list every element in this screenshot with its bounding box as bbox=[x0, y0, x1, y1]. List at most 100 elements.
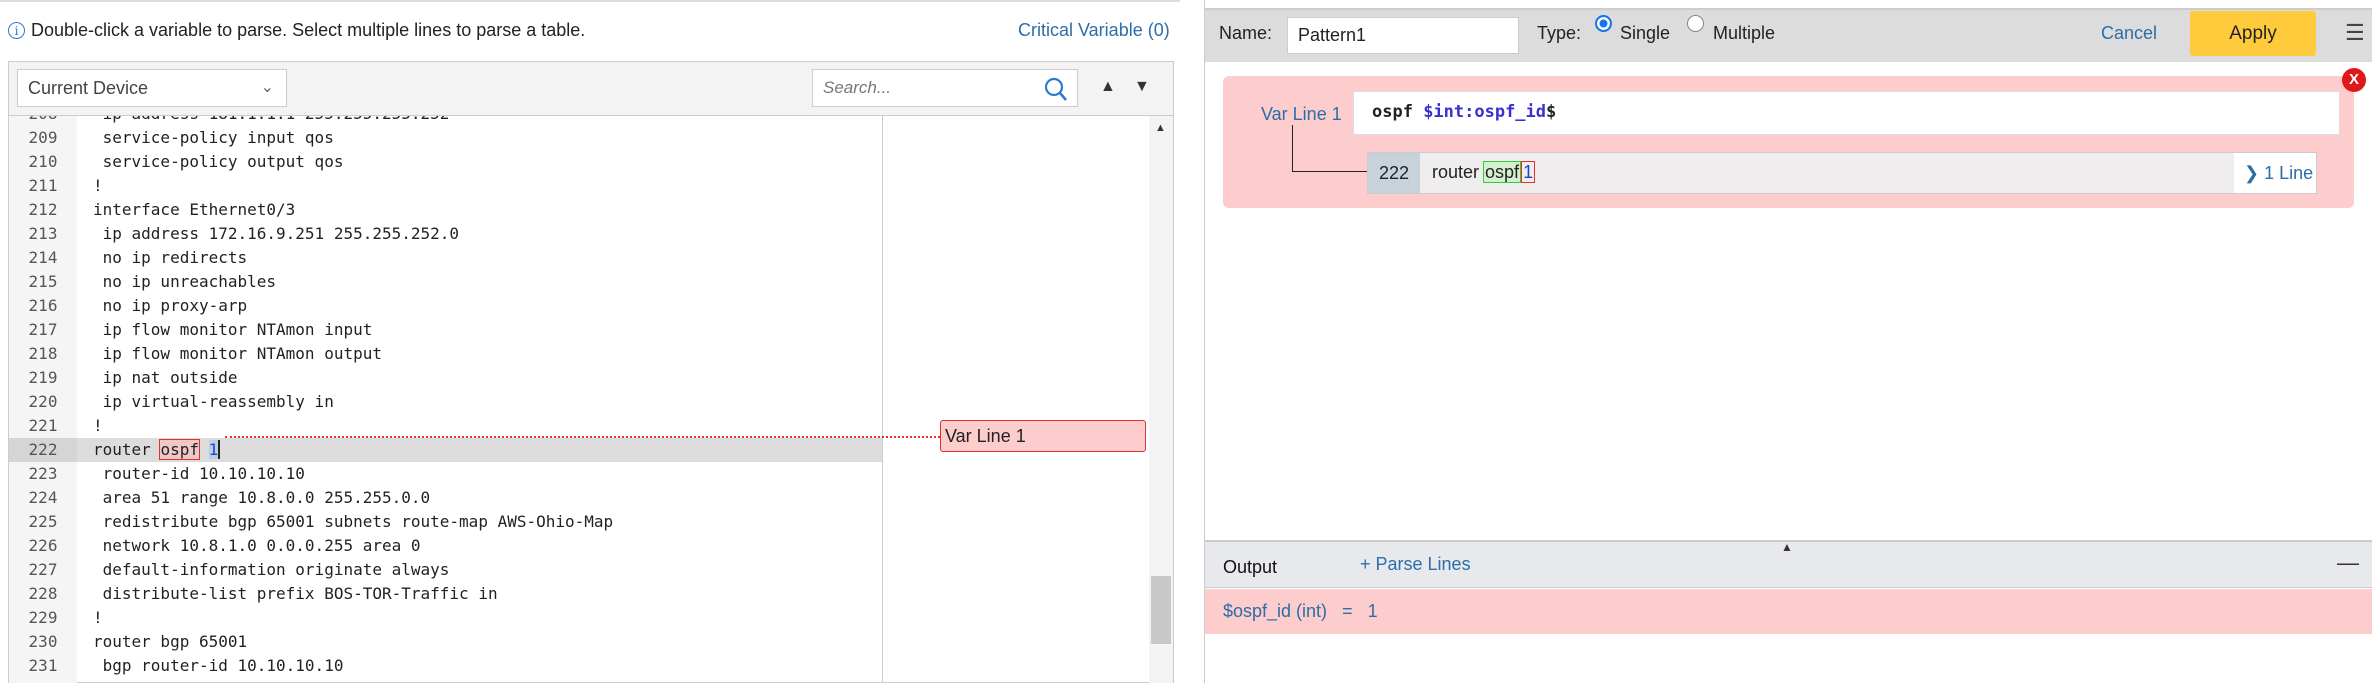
line-number: 226 bbox=[28, 536, 58, 555]
pattern-end: $ bbox=[1546, 102, 1557, 122]
scroll-thumb[interactable] bbox=[1151, 576, 1171, 644]
search-icon[interactable] bbox=[1043, 76, 1069, 102]
line-text: ip address 172.16.9.251 255.255.252.0 bbox=[93, 224, 460, 243]
code-line[interactable]: 211! bbox=[9, 174, 882, 198]
code-line[interactable]: 224 area 51 range 10.8.0.0 255.255.0.0 bbox=[9, 486, 882, 510]
line-text: bgp log-neighbor-changes bbox=[93, 678, 334, 683]
line-text: ip virtual-reassembly in bbox=[93, 392, 334, 411]
line-number: 213 bbox=[28, 224, 58, 243]
line-text: distribute-list prefix BOS-TOR-Traffic i… bbox=[93, 584, 498, 603]
vertical-scrollbar[interactable]: ▲ bbox=[1149, 116, 1173, 683]
line-number: 216 bbox=[28, 296, 58, 315]
line-text: no ip redirects bbox=[93, 248, 248, 267]
output-header: ▲ Output + Parse Lines — bbox=[1205, 540, 2372, 588]
code-line[interactable]: 226 network 10.8.1.0 0.0.0.255 area 0 bbox=[9, 534, 882, 558]
code-line[interactable]: 227 default-information originate always bbox=[9, 558, 882, 582]
code-line[interactable]: 229! bbox=[9, 606, 882, 630]
close-icon[interactable]: X bbox=[2342, 68, 2366, 92]
code-area[interactable]: 208 ip address 181.1.1.1 255.255.255.252… bbox=[9, 116, 1149, 683]
apply-button[interactable]: Apply bbox=[2190, 11, 2316, 56]
resize-handle-icon[interactable]: ▲ bbox=[1781, 540, 1793, 554]
line-text: router-id 10.10.10.10 bbox=[93, 464, 305, 483]
line-number: 212 bbox=[28, 200, 58, 219]
line-text: router bgp 65001 bbox=[93, 632, 248, 651]
expand-lines-button[interactable]: ❯ 1 Line bbox=[2234, 153, 2316, 193]
output-variable-row: $ospf_id (int) = 1 bbox=[1205, 589, 2372, 634]
scroll-up-icon[interactable]: ▲ bbox=[1155, 122, 1166, 134]
line-number: 232 bbox=[9, 678, 77, 683]
code-line[interactable]: 208 ip address 181.1.1.1 255.255.255.252 bbox=[9, 116, 882, 126]
line-number: 211 bbox=[28, 176, 58, 195]
match-keyword: ospf bbox=[1483, 161, 1522, 183]
line-number: 208 bbox=[9, 116, 77, 126]
pattern-panel: Name: Pattern1 Type: Single Multiple Can… bbox=[1204, 0, 2372, 683]
hl-space bbox=[199, 440, 209, 459]
code-line[interactable]: 210 service-policy output qos bbox=[9, 150, 882, 174]
code-line[interactable]: 214 no ip redirects bbox=[9, 246, 882, 270]
var-connector-line bbox=[225, 436, 940, 438]
next-match-arrow-icon[interactable]: ▼ bbox=[1134, 78, 1150, 95]
selected-keyword: ospf bbox=[159, 439, 200, 460]
code-line[interactable]: 219 ip nat outside bbox=[9, 366, 882, 390]
line-text: ip flow monitor NTAmon input bbox=[93, 320, 373, 339]
line-number: 229 bbox=[28, 608, 58, 627]
code-line[interactable]: 215 no ip unreachables bbox=[9, 270, 882, 294]
line-number-gutter bbox=[9, 116, 77, 683]
code-line[interactable]: 218 ip flow monitor NTAmon output bbox=[9, 342, 882, 366]
code-line[interactable]: 220 ip virtual-reassembly in bbox=[9, 390, 882, 414]
match-prefix: router bbox=[1432, 162, 1485, 182]
search-placeholder: Search... bbox=[823, 78, 892, 97]
line-number: 227 bbox=[28, 560, 58, 579]
name-input[interactable]: Pattern1 bbox=[1287, 17, 1519, 54]
line-text: bgp router-id 10.10.10.10 bbox=[93, 656, 344, 675]
type-single-label[interactable]: Single bbox=[1620, 23, 1671, 43]
type-multiple-label[interactable]: Multiple bbox=[1713, 23, 1776, 43]
pattern-input[interactable]: ospf $int:ospf_id$ bbox=[1353, 91, 2340, 135]
line-number: 221 bbox=[28, 416, 58, 435]
config-viewer: Current Device⌄ Search... ▲ ▼ 208 ip add… bbox=[8, 61, 1174, 683]
line-text: ! bbox=[93, 416, 103, 435]
code-line[interactable]: 225 redistribute bgp 65001 subnets route… bbox=[9, 510, 882, 534]
match-value: 1 bbox=[1521, 161, 1536, 183]
device-select[interactable]: Current Device⌄ bbox=[17, 69, 287, 107]
previous-match-arrow-icon[interactable]: ▲ bbox=[1100, 78, 1116, 95]
code-line[interactable]: 230 router bgp 65001 bbox=[9, 630, 882, 654]
line-number: 231 bbox=[28, 656, 58, 675]
code-line[interactable]: 216 no ip proxy-arp bbox=[9, 294, 882, 318]
code-line[interactable]: 209 service-policy input qos bbox=[9, 126, 882, 150]
type-single-radio[interactable] bbox=[1595, 15, 1612, 32]
line-text: network 10.8.1.0 0.0.0.255 area 0 bbox=[93, 536, 421, 555]
code-line[interactable]: 221! bbox=[9, 414, 882, 438]
line-number: 209 bbox=[28, 128, 58, 147]
code-line[interactable]: 212 interface Ethernet0/3 bbox=[9, 198, 882, 222]
line-number: 214 bbox=[28, 248, 58, 267]
matched-line-number: 222 bbox=[1368, 153, 1420, 193]
parse-lines-button[interactable]: + Parse Lines bbox=[1360, 554, 1471, 574]
code-line[interactable]: 232 bgp log-neighbor-changes bbox=[9, 678, 882, 683]
search-input[interactable]: Search... bbox=[812, 69, 1078, 107]
type-multiple-radio[interactable] bbox=[1687, 15, 1704, 32]
info-hint: i Double-click a variable to parse. Sele… bbox=[8, 20, 585, 41]
line-text: default-information originate always bbox=[93, 560, 450, 579]
chevron-down-icon: ⌄ bbox=[260, 79, 274, 96]
code-line[interactable]: 213 ip address 172.16.9.251 255.255.252.… bbox=[9, 222, 882, 246]
output-title: Output bbox=[1223, 557, 1278, 577]
critical-variable-link[interactable]: Critical Variable (0) bbox=[1018, 20, 1170, 40]
name-label: Name: bbox=[1219, 23, 1273, 43]
code-line[interactable]: 223 router-id 10.10.10.10 bbox=[9, 462, 882, 486]
selected-variable: 1 bbox=[208, 440, 221, 459]
line-number: 217 bbox=[28, 320, 58, 339]
collapse-icon[interactable]: — bbox=[2337, 550, 2359, 575]
hamburger-menu-icon[interactable]: ☰ bbox=[2345, 20, 2365, 45]
code-line[interactable]: 217 ip flow monitor NTAmon input bbox=[9, 318, 882, 342]
config-toolbar: Current Device⌄ Search... ▲ ▼ bbox=[9, 62, 1173, 116]
line-text: ! bbox=[93, 176, 103, 195]
var-line-tag[interactable]: Var Line 1 bbox=[940, 420, 1146, 452]
pattern-variable: $int:ospf_id bbox=[1423, 102, 1547, 122]
cancel-button[interactable]: Cancel bbox=[2101, 23, 2158, 43]
line-number: 230 bbox=[28, 632, 58, 651]
code-line[interactable]: 231 bgp router-id 10.10.10.10 bbox=[9, 654, 882, 678]
line-text: interface Ethernet0/3 bbox=[93, 200, 296, 219]
code-line[interactable]: 228 distribute-list prefix BOS-TOR-Traff… bbox=[9, 582, 882, 606]
